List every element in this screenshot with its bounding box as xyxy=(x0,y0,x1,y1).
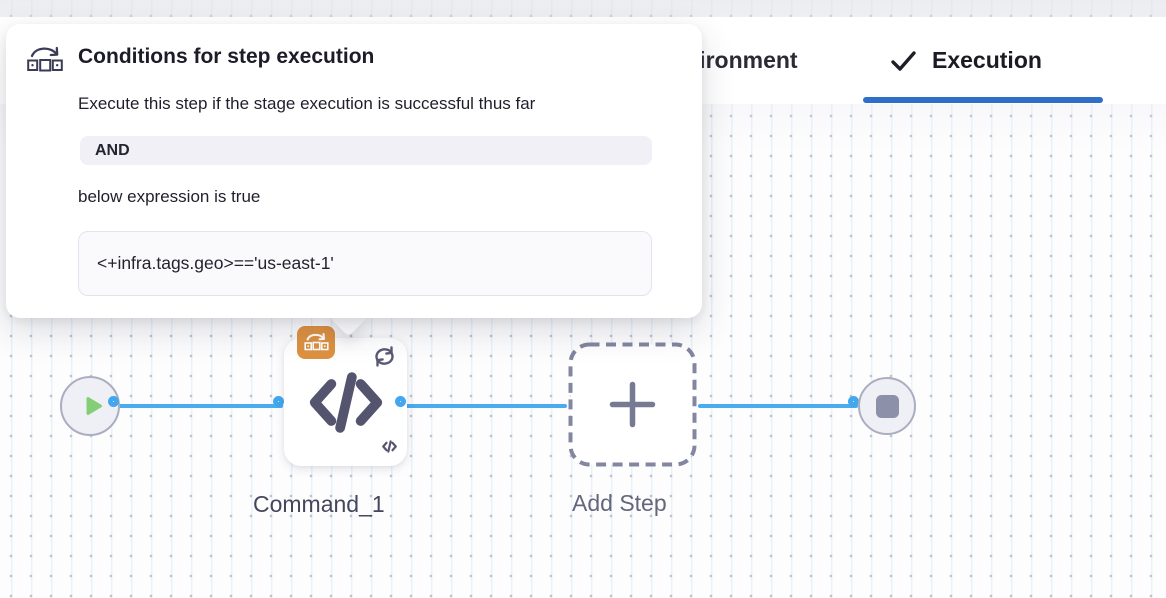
stop-icon xyxy=(875,394,899,418)
checkmark-icon xyxy=(890,49,917,73)
expression-value-box: <+infra.tags.geo>=='us-east-1' xyxy=(78,231,652,296)
conditions-popover: Conditions for step execution Execute th… xyxy=(6,24,702,318)
operator-chip: AND xyxy=(80,136,652,165)
tab-execution[interactable]: Execution xyxy=(890,17,1042,104)
conditional-execution-badge[interactable] xyxy=(297,326,335,359)
connector-line xyxy=(698,404,858,408)
code-icon-mini xyxy=(381,440,398,458)
looping-strategy-icon[interactable] xyxy=(371,345,398,373)
end-node xyxy=(858,377,916,435)
connector-port xyxy=(107,395,119,407)
expression-value: <+infra.tags.geo>=='us-east-1' xyxy=(97,253,334,273)
connector-line xyxy=(118,404,283,408)
conditional-execution-icon xyxy=(26,43,64,81)
play-icon xyxy=(86,397,102,415)
step-node-command-1[interactable] xyxy=(284,326,407,466)
popover-description: Execute this step if the stage execution… xyxy=(78,94,536,113)
connector-port xyxy=(394,395,406,407)
active-tab-underline xyxy=(863,97,1103,103)
step-node-label: Command_1 xyxy=(253,491,385,517)
add-step-button[interactable] xyxy=(568,342,697,472)
connector-line xyxy=(405,404,567,408)
connector-port xyxy=(847,395,859,407)
plus-icon xyxy=(609,381,656,428)
tab-execution-label: Execution xyxy=(932,47,1042,73)
expression-label: below expression is true xyxy=(78,187,261,206)
code-icon xyxy=(305,370,387,441)
connector-port xyxy=(272,395,284,407)
add-step-label: Add Step xyxy=(572,490,667,516)
popover-title: Conditions for step execution xyxy=(78,45,375,68)
